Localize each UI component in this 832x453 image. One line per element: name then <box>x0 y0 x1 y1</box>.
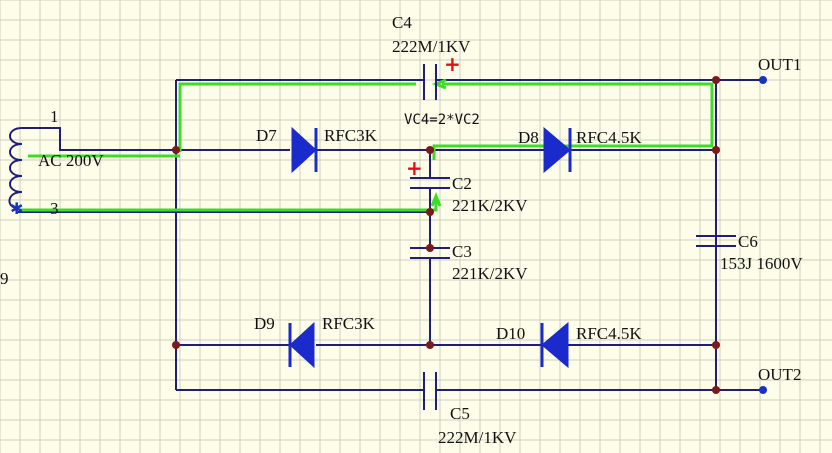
diodes <box>288 126 572 369</box>
labels: 1 3 AC 200V 9 C4 222M/1KV C2 221K/2KV C3… <box>0 13 803 447</box>
voltage-annotation: VC4=2*VC2 <box>404 112 480 128</box>
junction-dot <box>712 76 720 84</box>
junction-dot <box>712 146 720 154</box>
wires <box>18 79 760 391</box>
out1-label: OUT1 <box>758 55 801 74</box>
diode-d7[interactable] <box>291 126 318 174</box>
highlight-loop-c4-right <box>432 82 714 160</box>
d9-value: RFC3K <box>322 314 376 333</box>
junction-dot <box>712 341 720 349</box>
c6-value: 153J 1600V <box>720 254 803 273</box>
highlight-loop-pin3 <box>20 196 438 212</box>
junction-dot <box>426 208 434 216</box>
capacitor-c2[interactable] <box>410 177 450 189</box>
c6-ref: C6 <box>738 232 758 251</box>
c3-value: 221K/2KV <box>452 264 528 283</box>
wire-transformer-pin1 <box>22 127 176 151</box>
d7-ref: D7 <box>256 126 277 145</box>
pin1-label: 1 <box>50 107 59 126</box>
junction-dot <box>712 386 720 394</box>
c5-ref: C5 <box>450 404 470 423</box>
highlight-loop-c4 <box>178 82 416 152</box>
c4-polarity-plus: + <box>444 52 461 76</box>
c4-ref: C4 <box>392 13 412 32</box>
output-ports <box>759 76 767 394</box>
d10-value: RFC4.5K <box>576 324 642 343</box>
out1-port[interactable] <box>759 76 767 84</box>
d10-ref: D10 <box>496 324 525 343</box>
junction-dot <box>172 146 180 154</box>
d7-value: RFC3K <box>324 126 378 145</box>
junction-dot <box>426 146 434 154</box>
pin3-label: 3 <box>50 199 59 218</box>
c2-ref: C2 <box>452 174 472 193</box>
c3-ref: C3 <box>452 242 472 261</box>
junction-dot <box>172 341 180 349</box>
junction-dot <box>426 341 434 349</box>
c2-value: 221K/2KV <box>452 196 528 215</box>
capacitor-c5[interactable] <box>423 372 437 410</box>
coil-winding <box>8 127 23 209</box>
diode-d9[interactable] <box>288 321 315 369</box>
c4-value: 222M/1KV <box>392 37 471 56</box>
d9-ref: D9 <box>254 314 275 333</box>
junctions <box>172 76 720 394</box>
source-label: AC 200V <box>38 151 104 170</box>
junction-dot <box>426 244 434 252</box>
current-path-highlight <box>20 78 714 212</box>
transformer-coil[interactable]: ✱ <box>8 127 23 218</box>
d8-value: RFC4.5K <box>576 128 642 147</box>
c2-polarity-plus: + <box>406 156 423 180</box>
capacitors <box>410 64 736 410</box>
diode-d10[interactable] <box>540 321 569 369</box>
diode-d8[interactable] <box>543 126 572 174</box>
c5-value: 222M/1KV <box>438 428 517 447</box>
pin3-star-icon: ✱ <box>10 199 23 218</box>
capacitor-c6[interactable] <box>696 235 736 247</box>
capacitor-c4[interactable] <box>423 64 437 100</box>
d8-ref: D8 <box>518 128 539 147</box>
edge-label: 9 <box>0 269 9 288</box>
polarity-marks: + + <box>406 52 461 180</box>
out2-label: OUT2 <box>758 365 801 384</box>
highlight-arrow-c2 <box>430 191 442 207</box>
out2-port[interactable] <box>759 386 767 394</box>
